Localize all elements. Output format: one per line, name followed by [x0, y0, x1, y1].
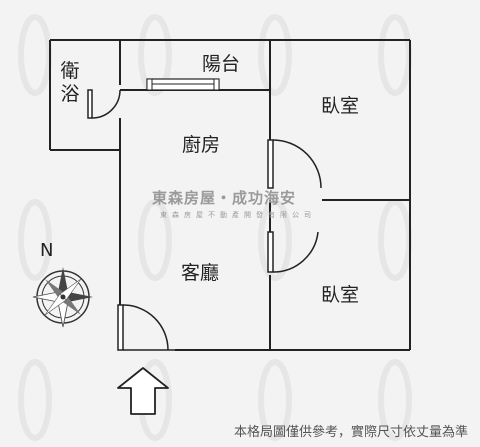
watermark-subtitle: 東森房屋不動產開發有限公司	[160, 211, 316, 219]
watermark-company: 東森房屋・成功海安	[152, 189, 297, 207]
door-swing-icon	[267, 139, 322, 189]
window-icon	[146, 78, 220, 91]
door-swing-icon	[117, 304, 175, 351]
room-label-bedroom-top: 臥室	[321, 95, 360, 117]
room-label-kitchen: 廚房	[182, 134, 221, 156]
door-swing-icon	[267, 231, 319, 273]
footer-disclaimer: 本格局圖僅供參考，實際尺寸依丈量為準	[233, 425, 468, 440]
room-label-balcony: 陽台	[202, 53, 241, 75]
room-label-bathroom: 衛浴	[60, 60, 80, 105]
room-label-living: 客廳	[181, 262, 220, 284]
room-label-bedroom-bottom: 臥室	[321, 284, 360, 306]
entrance-arrow-icon	[117, 367, 169, 415]
compass-rose-icon	[32, 267, 93, 328]
compass-north-label: N	[40, 240, 54, 261]
door-swing-icon	[87, 89, 121, 119]
